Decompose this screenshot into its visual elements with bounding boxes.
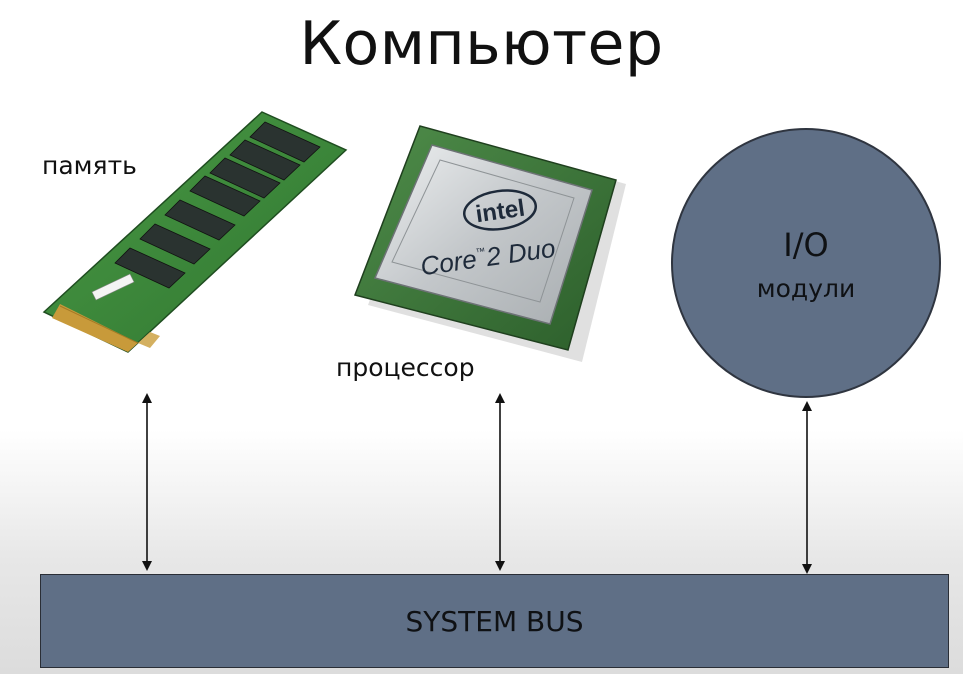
system-bus-bar: SYSTEM BUS	[40, 574, 949, 668]
io-module-subtitle: модули	[756, 274, 856, 303]
cpu-package	[353, 125, 626, 362]
io-module-title: I/O	[783, 226, 829, 264]
memory-label: память	[42, 151, 137, 180]
system-bus-label: SYSTEM BUS	[405, 605, 584, 638]
io-module-circle: I/O модули	[671, 128, 941, 398]
page-title: Компьютер	[299, 9, 664, 79]
processor-label: процессор	[336, 353, 475, 382]
ram-board	[42, 111, 348, 353]
